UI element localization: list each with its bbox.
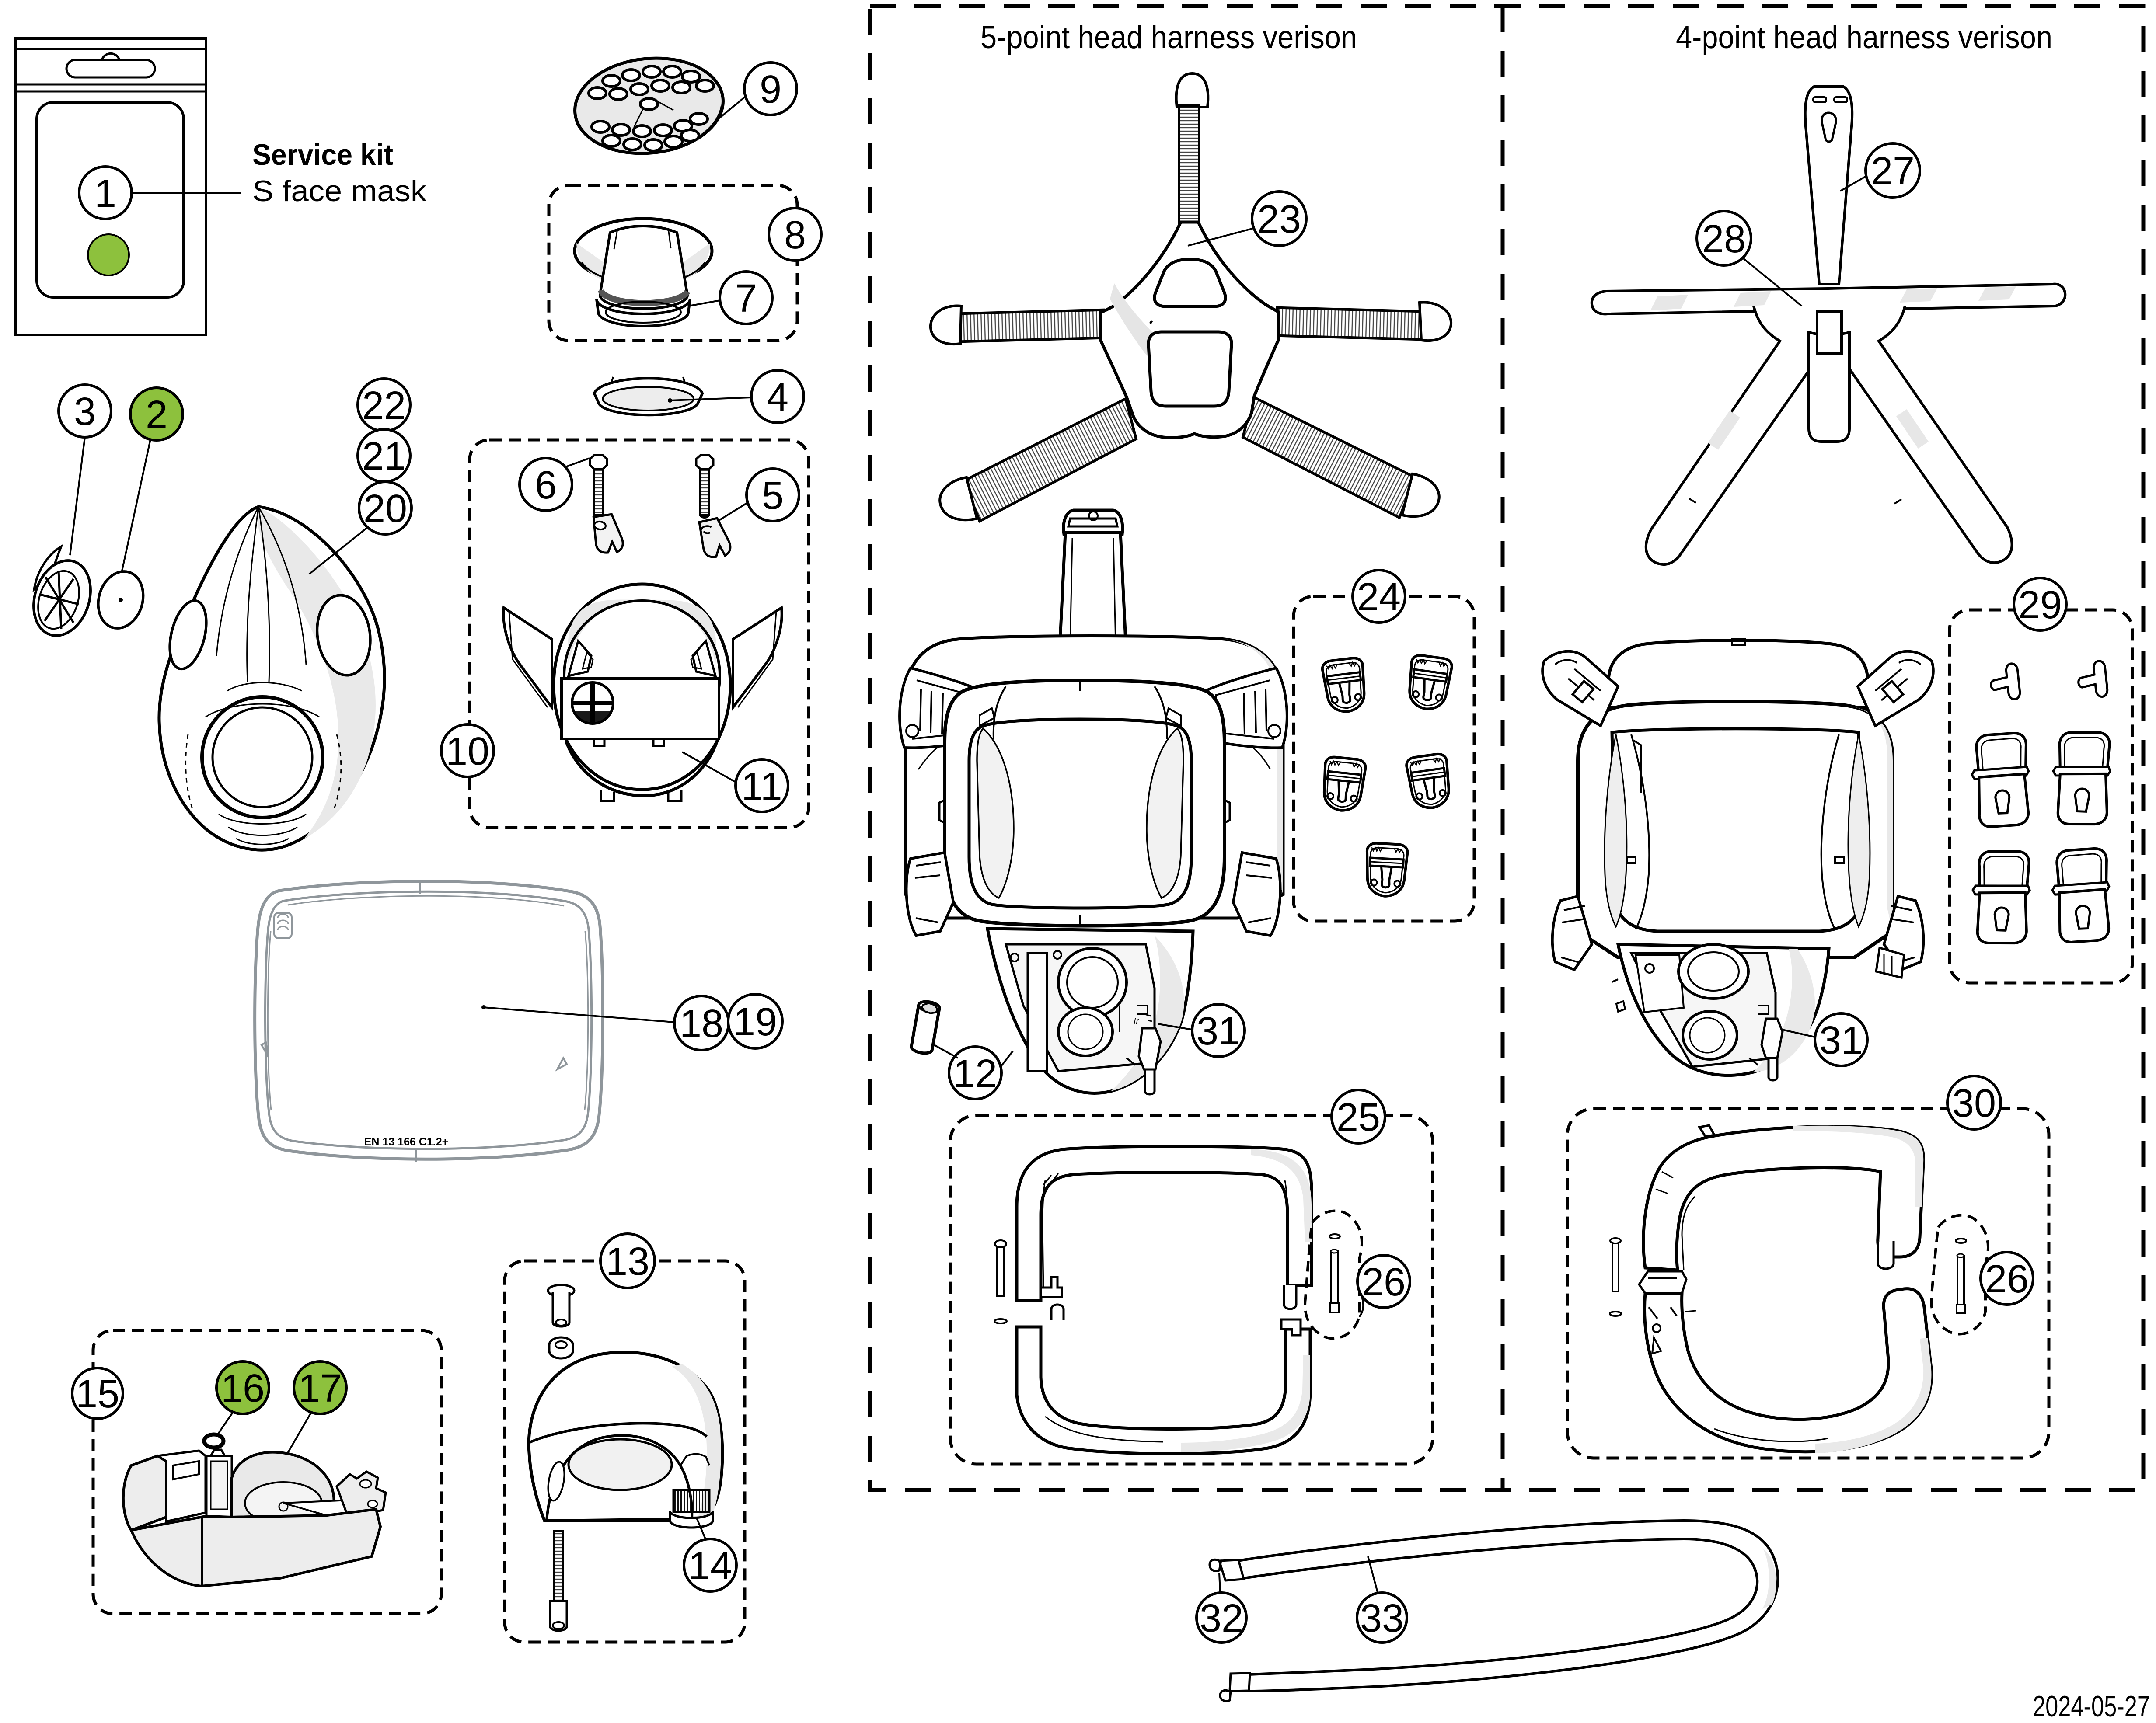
svg-text:4-point head harness verison: 4-point head harness verison: [1676, 20, 2052, 55]
svg-text:21: 21: [362, 435, 406, 478]
svg-text:32: 32: [1200, 1597, 1243, 1640]
svg-text:29: 29: [2018, 583, 2062, 627]
svg-text:9: 9: [760, 68, 781, 111]
svg-text:25: 25: [1336, 1096, 1380, 1139]
svg-text:28: 28: [1702, 217, 1746, 261]
svg-text:17: 17: [298, 1367, 342, 1410]
svg-text:22: 22: [362, 384, 406, 428]
svg-text:8: 8: [784, 213, 806, 257]
svg-text:6: 6: [535, 463, 557, 507]
svg-text:12: 12: [953, 1052, 997, 1096]
svg-text:11: 11: [741, 765, 782, 808]
svg-text:2024-05-27: 2024-05-27: [2033, 1690, 2150, 1723]
svg-text:18: 18: [680, 1002, 723, 1046]
svg-text:4: 4: [767, 376, 788, 419]
svg-text:20: 20: [363, 487, 407, 531]
svg-text:26: 26: [1985, 1257, 2029, 1301]
svg-text:19: 19: [733, 1000, 777, 1044]
svg-text:13: 13: [606, 1240, 649, 1284]
svg-text:14: 14: [688, 1544, 732, 1588]
svg-text:30: 30: [1952, 1082, 1996, 1125]
svg-text:15: 15: [76, 1372, 119, 1416]
svg-text:5-point head harness verison: 5-point head harness verison: [980, 20, 1357, 55]
svg-text:31: 31: [1819, 1019, 1863, 1062]
svg-text:23: 23: [1257, 198, 1301, 241]
svg-text:26: 26: [1362, 1260, 1406, 1304]
svg-text:1: 1: [94, 172, 116, 216]
svg-text:27: 27: [1871, 150, 1915, 193]
svg-text:Service kit: Service kit: [252, 138, 393, 171]
svg-text:S face mask: S face mask: [252, 174, 427, 208]
svg-text:10: 10: [446, 730, 489, 773]
svg-text:31: 31: [1197, 1009, 1240, 1053]
svg-text:33: 33: [1360, 1597, 1404, 1640]
svg-text:24: 24: [1357, 575, 1401, 619]
svg-text:7: 7: [735, 277, 757, 320]
svg-text:5: 5: [762, 474, 784, 518]
svg-text:Ir: Ir: [1134, 1016, 1140, 1026]
svg-text:2: 2: [146, 393, 167, 437]
svg-text:EN 13 166 C1.2+: EN 13 166 C1.2+: [364, 1136, 449, 1148]
svg-text:16: 16: [221, 1367, 265, 1410]
svg-text:3: 3: [74, 390, 96, 434]
